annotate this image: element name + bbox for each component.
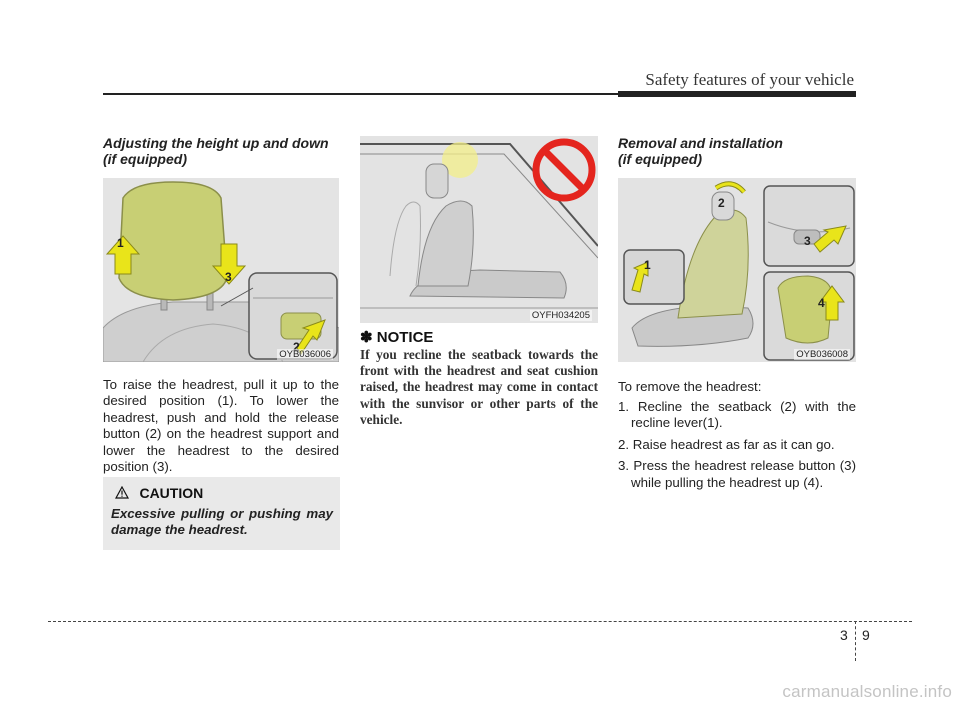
- callout-1: 1: [117, 236, 124, 250]
- caution-header: CAUTION: [114, 485, 204, 503]
- header-bar: [618, 91, 856, 97]
- chapter-number: 3: [840, 627, 848, 643]
- figure-code: OYB036006: [277, 349, 333, 360]
- caution-box: CAUTION Excessive pulling or pushing may…: [103, 477, 340, 550]
- running-header: Safety features of your vehicle: [645, 70, 854, 89]
- callout-2: 2: [293, 340, 300, 354]
- figure-headrest-removal: 1 2 3 4 OYB036008: [618, 178, 856, 362]
- callout-2: 2: [718, 196, 725, 210]
- seat-recline-illustration: [360, 136, 598, 323]
- removal-step: 2. Raise headrest as far as it can go.: [618, 436, 835, 452]
- callout-4: 4: [818, 296, 825, 310]
- page-divider: [855, 621, 856, 661]
- removal-step: 1. Recline the seatback (2) with the rec…: [618, 399, 856, 431]
- right-heading-line2: (if equipped): [618, 151, 702, 167]
- left-heading-line2: (if equipped): [103, 151, 187, 167]
- left-section-heading: Adjusting the height up and down (if equ…: [103, 135, 343, 167]
- page-number: 9: [862, 627, 870, 643]
- headrest-adjust-illustration: [103, 178, 339, 362]
- figure-seat-recline: OYFH034205: [360, 136, 598, 323]
- notice-title: ✽ NOTICE: [360, 329, 434, 346]
- caution-text: Excessive pulling or pushing may damage …: [111, 506, 333, 537]
- right-heading-line1: Removal and installation: [618, 135, 783, 151]
- footer-rule: [48, 621, 912, 622]
- callout-3: 3: [225, 270, 232, 284]
- removal-intro: To remove the headrest:: [618, 379, 762, 394]
- caution-title: CAUTION: [139, 485, 204, 501]
- figure-headrest-adjust: 1 2 3 OYB036006: [103, 178, 339, 362]
- figure-code: OYFH034205: [529, 310, 592, 321]
- right-section-heading: Removal and installation (if equipped): [618, 135, 858, 167]
- callout-3: 3: [804, 234, 811, 248]
- left-heading-line1: Adjusting the height up and down: [103, 135, 329, 151]
- notice-text: If you recline the seatback towards the …: [360, 347, 598, 427]
- warning-triangle-icon: [114, 485, 130, 499]
- figure-code: OYB036008: [794, 349, 850, 360]
- watermark-text: carmanualsonline.info: [782, 682, 952, 701]
- callout-1: 1: [644, 258, 651, 272]
- removal-steps: 1. Recline the seatback (2) with the rec…: [618, 399, 856, 496]
- headrest-removal-illustration: [618, 178, 856, 362]
- left-paragraph: To raise the headrest, pull it up to the…: [103, 377, 339, 475]
- header-rule: [103, 93, 856, 95]
- removal-step: 3. Press the headrest release button (3)…: [618, 458, 856, 490]
